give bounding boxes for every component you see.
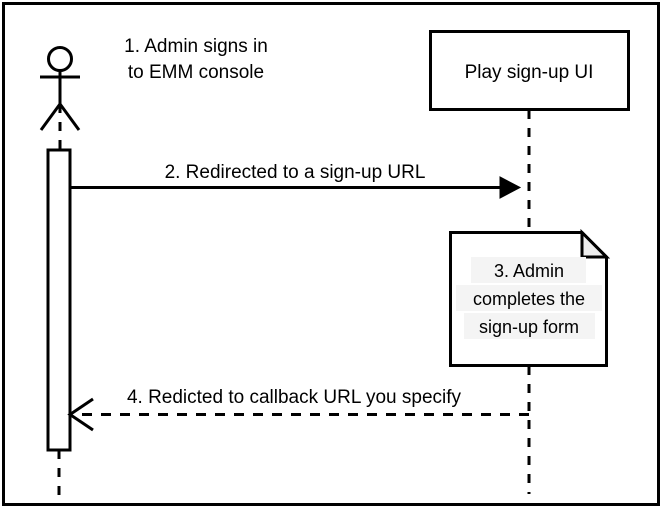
actor-activation-bar [46,148,72,452]
actor-admin[interactable] [39,46,81,131]
note-text-line-1: 3. Admin [494,261,564,281]
actor-leg-left-icon [39,103,62,131]
note-text-highlight-2 [456,285,602,311]
note-text-line-3: sign-up form [479,317,579,337]
note-folded-corner-icon [580,228,611,259]
actor-leg-right-icon [58,103,81,131]
note-text-highlight-1 [471,257,586,283]
step-2-message-label: 2. Redirected to a sign-up URL [165,162,426,183]
step-1-annotation-line-2: to EMM console [128,62,264,83]
note-text-highlight-3 [464,313,595,339]
actor-head-icon [47,46,73,72]
participant-box-play-signup-ui[interactable] [429,30,630,111]
step-1-annotation-line-1: 1. Admin signs in [124,36,268,57]
step-4-message-label: 4. Redicted to callback URL you specify [127,387,462,408]
participant-label-play-signup-ui: Play sign-up UI [465,62,594,83]
step-2-arrowhead-filled-icon [499,176,522,199]
step-4-arrowhead-open-icon [67,397,94,432]
step-3-note[interactable]: 3. Admin completes the sign-up form [449,228,611,367]
note-text-line-2: completes the [473,289,585,309]
